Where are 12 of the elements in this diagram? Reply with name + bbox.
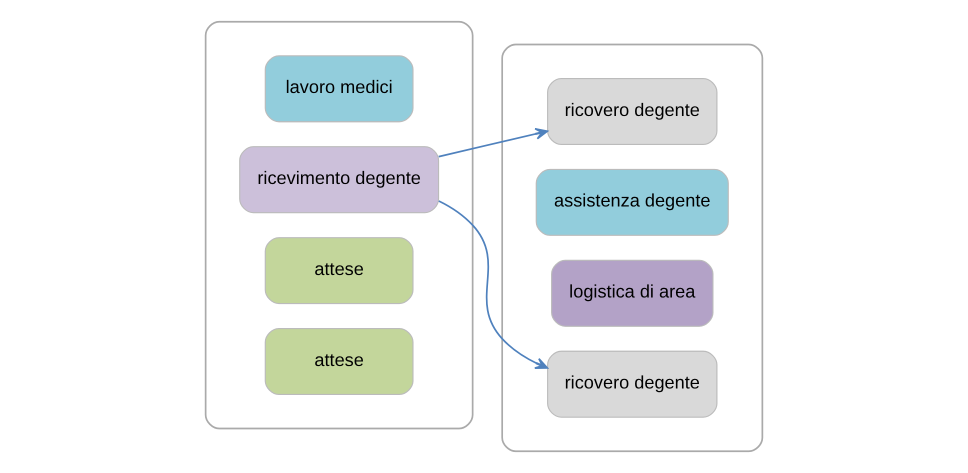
node-box: attese [264,328,414,395]
node-box: ricovero degente [547,350,718,418]
node-box: attese [264,237,414,304]
arrow [438,128,548,158]
arrow [438,200,548,369]
cluster [204,20,474,430]
node-box: logistica di area [551,260,714,327]
cluster [501,44,764,452]
node-box: ricovero degente [547,78,718,146]
node-box: ricevimento degente [239,146,440,214]
node-box: lavoro medici [264,55,414,122]
node-box: assistenza degente [536,168,729,236]
